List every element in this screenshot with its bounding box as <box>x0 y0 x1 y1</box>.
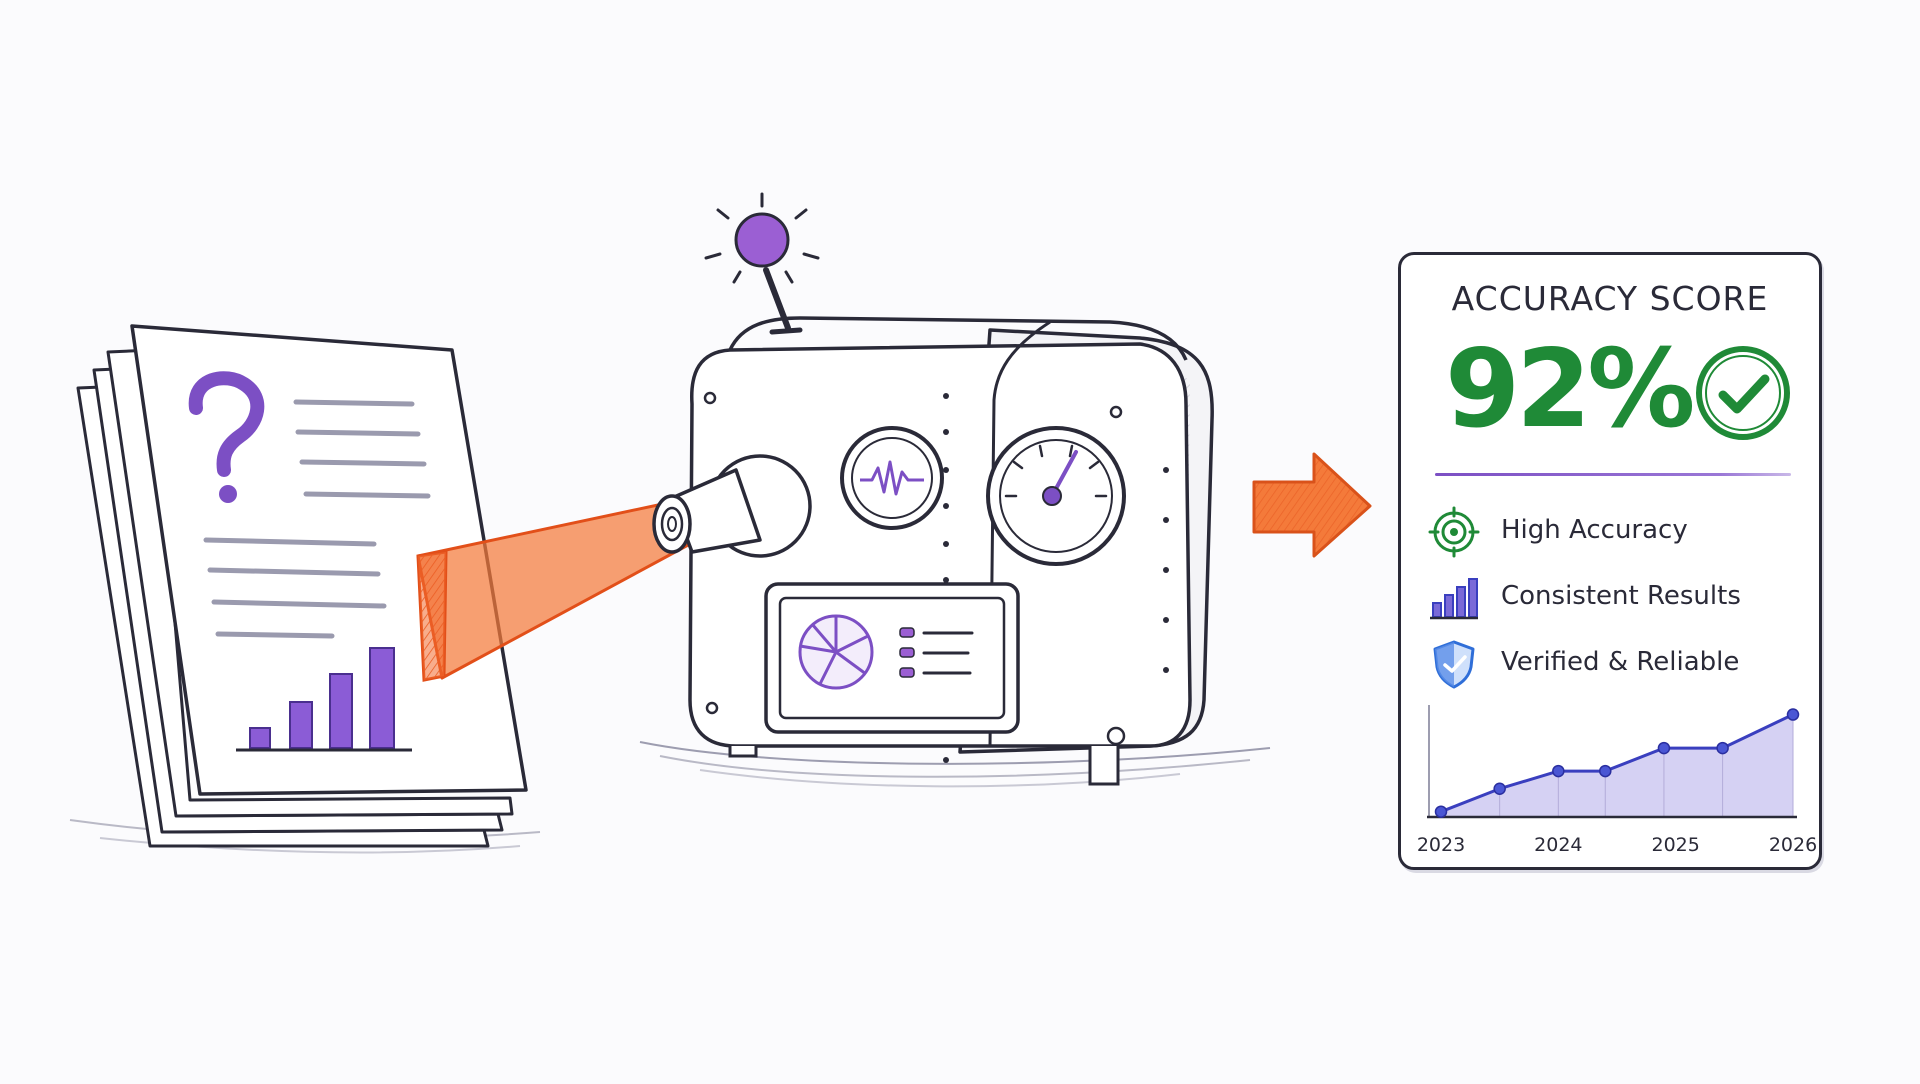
chart-point <box>1434 805 1448 818</box>
chart-point <box>1552 764 1565 778</box>
chart-x-tick-label: 2026 <box>1769 834 1817 856</box>
antenna-icon <box>704 192 820 335</box>
accuracy-score-value: 92% <box>1445 327 1696 452</box>
chart-point <box>1493 782 1506 795</box>
pie-chart-icon <box>798 614 874 690</box>
document-bar-chart-icon <box>236 647 412 752</box>
bar-chart-icon <box>1430 578 1478 620</box>
chart-point <box>1786 708 1800 721</box>
accuracy-score-card: ACCURACY SCORE 92% High Accuracy <box>1398 252 1822 870</box>
check-circle-icon <box>1696 346 1790 440</box>
chart-x-tick-label: 2024 <box>1534 834 1582 856</box>
legend-list-icon <box>899 627 974 678</box>
card-divider <box>1435 473 1791 476</box>
document-text-lines <box>203 399 431 639</box>
feature-label: Verified & Reliable <box>1501 647 1740 677</box>
scanner-lens-icon <box>652 454 812 558</box>
feature-verified-reliable: Verified & Reliable <box>1429 637 1809 693</box>
chart-x-tick-label: 2023 <box>1417 834 1465 856</box>
chart-x-tick-label: 2025 <box>1651 834 1699 856</box>
gauge-icon <box>986 426 1126 566</box>
score-row: 92% <box>1445 327 1790 457</box>
shield-icon <box>1433 640 1475 689</box>
feature-label: High Accuracy <box>1501 515 1688 545</box>
feature-label: Consistent Results <box>1501 581 1741 611</box>
chart-point <box>1657 741 1671 755</box>
accuracy-trend-chart: 2023 2024 2025 2026 <box>1417 705 1817 856</box>
chart-point <box>1716 741 1729 755</box>
feature-consistent-results: Consistent Results <box>1429 571 1809 627</box>
scanning-beam <box>416 500 692 682</box>
scanner-machine-icon <box>639 192 1271 788</box>
chart-point <box>1599 764 1612 778</box>
machine-screen-icon <box>764 582 1020 734</box>
arrow-right-icon <box>1252 452 1372 558</box>
chart-area <box>1441 714 1793 817</box>
question-mark-icon <box>188 371 265 503</box>
card-title: ACCURACY SCORE <box>1451 279 1769 318</box>
waveform-dial-icon <box>840 426 944 530</box>
feature-high-accuracy: High Accuracy <box>1428 505 1809 561</box>
target-icon <box>1428 506 1480 558</box>
